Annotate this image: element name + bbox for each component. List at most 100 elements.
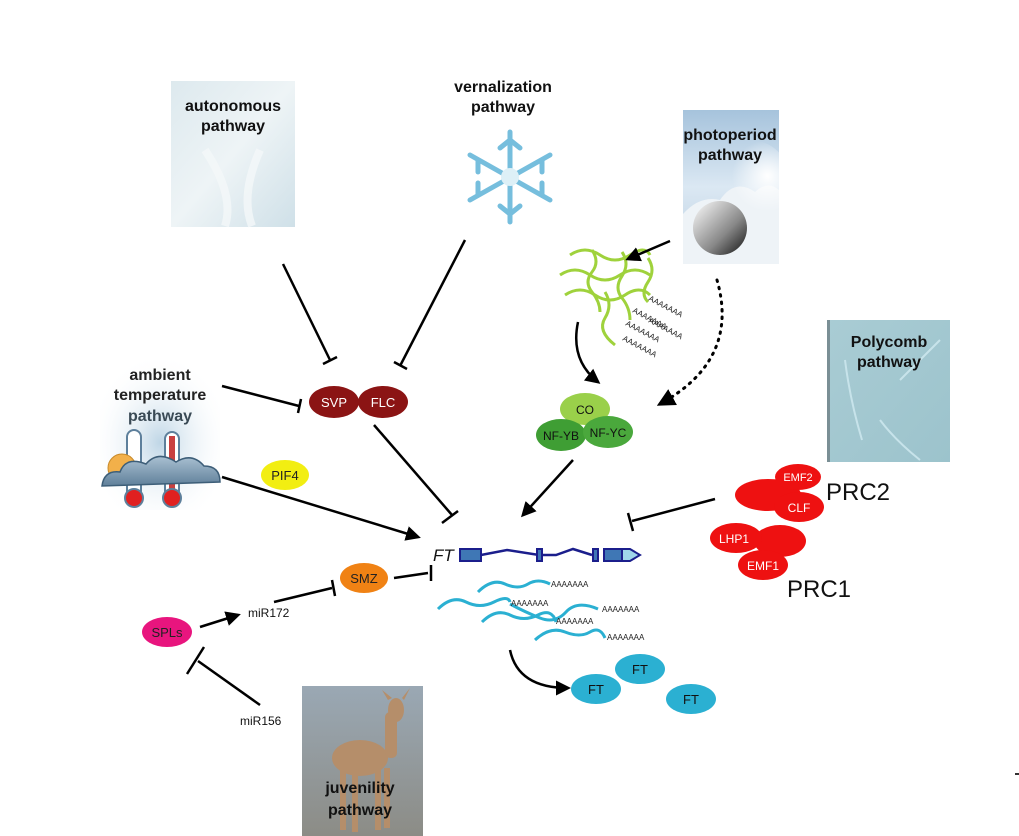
vernalization-label-1: vernalization [454, 79, 552, 96]
earth-sphere-icon [693, 201, 747, 255]
polycomb-label-1: Polycomb [851, 334, 928, 351]
inhibition-bar [330, 579, 337, 597]
autonomous-inhibits-svp [281, 263, 332, 361]
cloud-icon [101, 455, 221, 487]
pif4-label: PIF4 [271, 468, 298, 483]
emf1-label: EMF1 [747, 559, 779, 573]
prc2-complex: EMF2 CLF PRC2 [735, 464, 890, 522]
ft-protein-label: FT [588, 682, 604, 697]
ft-exon-3 [592, 548, 599, 562]
co-mrna-transcripts [559, 248, 654, 347]
flc-protein: FLC [358, 386, 408, 418]
autonomous-pathway-panel: autonomous pathway [171, 81, 295, 228]
inhibition-bar [393, 360, 408, 371]
spls-protein: SPLs [142, 617, 192, 647]
polycomb-image [827, 320, 950, 462]
prc1-complex: LHP1 EMF1 PRC1 [710, 523, 851, 603]
mir156-inhibits-spls [197, 659, 261, 707]
prc2-label: PRC2 [826, 479, 890, 506]
prc-inhibits-ft [631, 497, 716, 523]
co-nfy-complex: CO NF-YB NF-YC [536, 393, 633, 451]
polya-tail: AAAAAAA [607, 633, 645, 642]
flc-label: FLC [371, 395, 396, 410]
ft-gene-label: FT [433, 546, 455, 565]
ft-exon-2 [536, 548, 543, 562]
photoperiod-label-1: photoperiod [683, 127, 776, 144]
prc1-label: PRC1 [787, 576, 851, 603]
svp-label: SVP [321, 395, 347, 410]
ft-protein-label: FT [683, 692, 699, 707]
ft-intron-line [480, 547, 593, 557]
mir172-label: miR172 [248, 606, 290, 620]
co-activates-ft [520, 459, 574, 518]
nf-yb-label: NF-YB [543, 429, 579, 443]
photoperiod-pathway-panel: photoperiod pathway [683, 110, 790, 264]
snowflake-icon [467, 129, 553, 225]
ambient-activates-ft [221, 475, 421, 541]
emf2-label: EMF2 [783, 472, 812, 484]
polycomb-label-2: pathway [857, 354, 921, 371]
flc-inhibits-ft [373, 424, 453, 516]
ft-utr-arrow [621, 548, 642, 562]
hourglass-image [171, 81, 295, 227]
smz-label: SMZ [350, 571, 378, 586]
inhibition-bar [322, 355, 338, 366]
connectors [185, 239, 724, 707]
ft-protein: FT [571, 674, 621, 704]
autonomous-label-1: autonomous [185, 98, 281, 115]
polycomb-texture [844, 339, 941, 461]
spls-label: SPLs [151, 625, 183, 640]
polycomb-pathway-panel: Polycomb pathway [827, 320, 950, 462]
co-polya-tails: AAAAAAA AAAAAAA AAAAAAA AAAAAAA AAAAAAA [621, 294, 685, 360]
stray-mark [1015, 773, 1019, 775]
vernalization-pathway-panel: vernalization pathway [454, 79, 553, 225]
photoperiod-label-2: pathway [698, 147, 762, 164]
ft-exon-4 [603, 548, 623, 562]
inhibition-bar [441, 510, 459, 524]
autonomous-label-2: pathway [201, 118, 265, 135]
deer-icon [332, 688, 410, 832]
ft-protein-label: FT [632, 662, 648, 677]
vernalization-label-2: pathway [471, 99, 535, 116]
inhibition-bar [296, 398, 303, 414]
ft-mrna-transcripts [436, 579, 607, 642]
polya-tail: AAAAAAA [551, 580, 589, 589]
spls-activate-mir172 [199, 611, 241, 629]
clf-label: CLF [788, 501, 811, 515]
mir172-inhibits-smz [273, 586, 333, 604]
smz-protein: SMZ [340, 563, 388, 593]
ft-polya-tails: AAAAAAA AAAAAAA AAAAAAA AAAAAAA AAAAAAA [511, 580, 645, 642]
pif4-protein: PIF4 [261, 460, 309, 490]
co-mrna-to-co [574, 321, 601, 384]
polya-tail: AAAAAAA [511, 599, 549, 608]
ambient-label-3: pathway [128, 408, 192, 425]
ft-exon-1 [459, 548, 482, 562]
ambient-inhibits-svp [221, 384, 300, 408]
juvenility-label-2: pathway [328, 802, 392, 819]
ft-protein: FT [615, 654, 665, 684]
ambient-temperature-panel: ambient temperature pathway [100, 360, 221, 510]
ft-translation-arrow [508, 649, 571, 696]
inhibition-bar [626, 512, 635, 532]
co-label: CO [576, 403, 594, 417]
sun-glow [710, 140, 790, 220]
polya-tail: AAAAAAA [556, 617, 594, 626]
smz-inhibits-ft [393, 571, 429, 580]
juvenility-pathway-panel: juvenility pathway [302, 686, 423, 836]
ambient-label-1: ambient [129, 367, 191, 384]
juvenility-label-1: juvenility [324, 780, 394, 797]
vernalization-inhibits-flc [398, 239, 467, 367]
mir156-label: miR156 [240, 714, 282, 728]
photoperiod-to-co-mrna [625, 239, 671, 262]
ft-protein: FT [666, 684, 716, 714]
ft-gene: FT [433, 546, 642, 565]
polya-tail: AAAAAAA [602, 605, 640, 614]
inhibition-bar [185, 646, 206, 675]
ambient-label-2: temperature [114, 387, 207, 404]
hourglass-icon [201, 147, 264, 228]
lhp1-label: LHP1 [719, 532, 749, 546]
photoperiod-to-co-dotted [656, 278, 724, 406]
svp-protein: SVP [309, 386, 359, 418]
nf-yc-label: NF-YC [590, 426, 627, 440]
